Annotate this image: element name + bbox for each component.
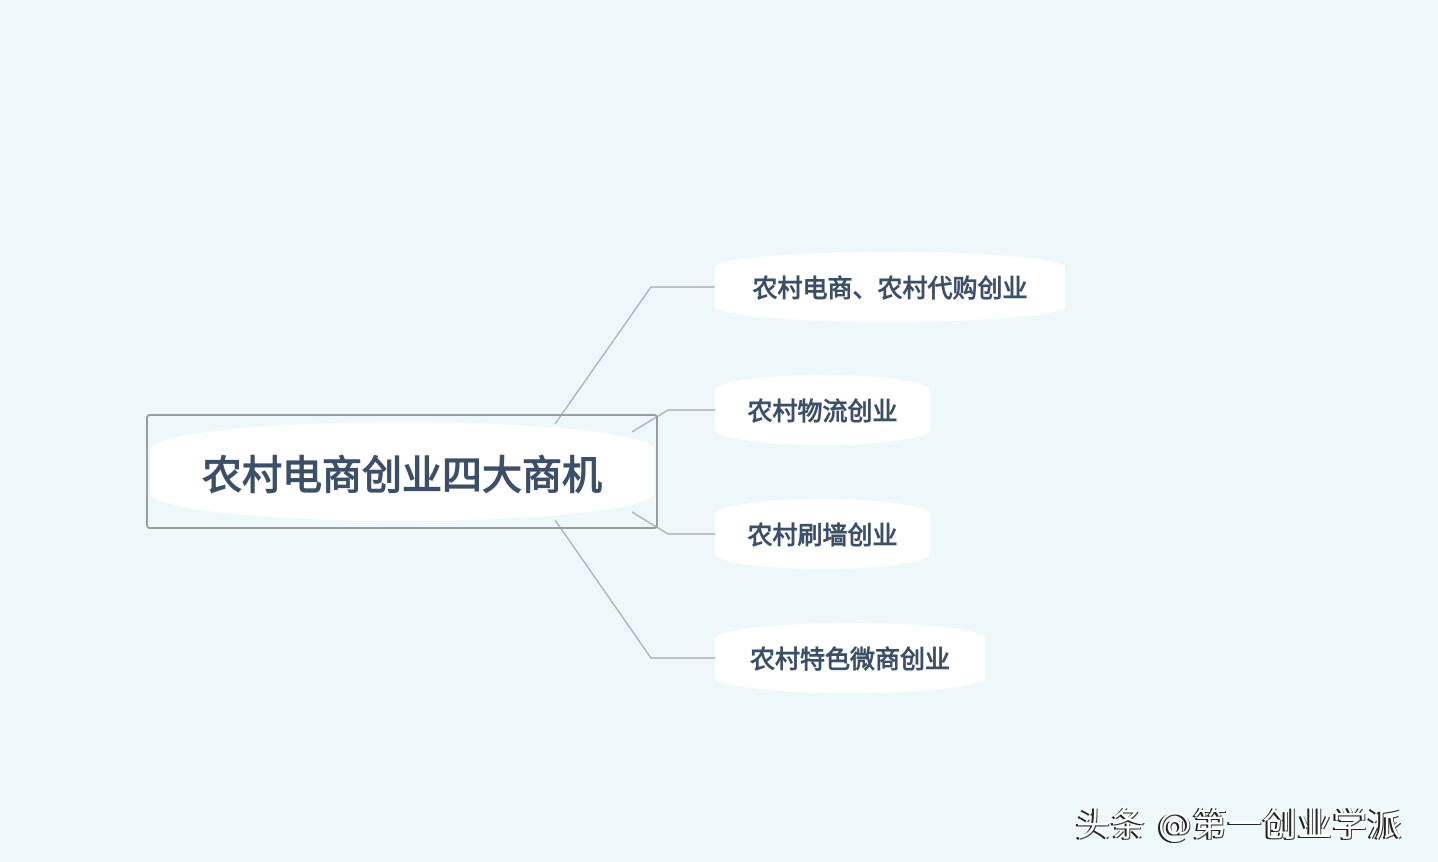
child-topic-ecommerce-purchasing[interactable]: 农村电商、农村代购创业 bbox=[715, 252, 1065, 322]
child-topic-label: 农村物流创业 bbox=[747, 397, 898, 426]
root-topic-background bbox=[150, 422, 654, 521]
watermark: 头条 @第一创业学派 bbox=[1076, 805, 1403, 845]
root-topic[interactable]: 农村电商创业四大商机 bbox=[146, 414, 658, 529]
child-topic-wall-painting[interactable]: 农村刷墙创业 bbox=[715, 499, 930, 569]
child-topic-label: 农村特色微商创业 bbox=[749, 645, 950, 674]
child-topic-specialty-wechat-business[interactable]: 农村特色微商创业 bbox=[715, 623, 985, 693]
child-topic-label: 农村电商、农村代购创业 bbox=[752, 274, 1028, 303]
root-topic-label: 农村电商创业四大商机 bbox=[202, 452, 602, 499]
child-topic-label: 农村刷墙创业 bbox=[747, 521, 898, 550]
child-topic-logistics[interactable]: 农村物流创业 bbox=[715, 375, 930, 445]
